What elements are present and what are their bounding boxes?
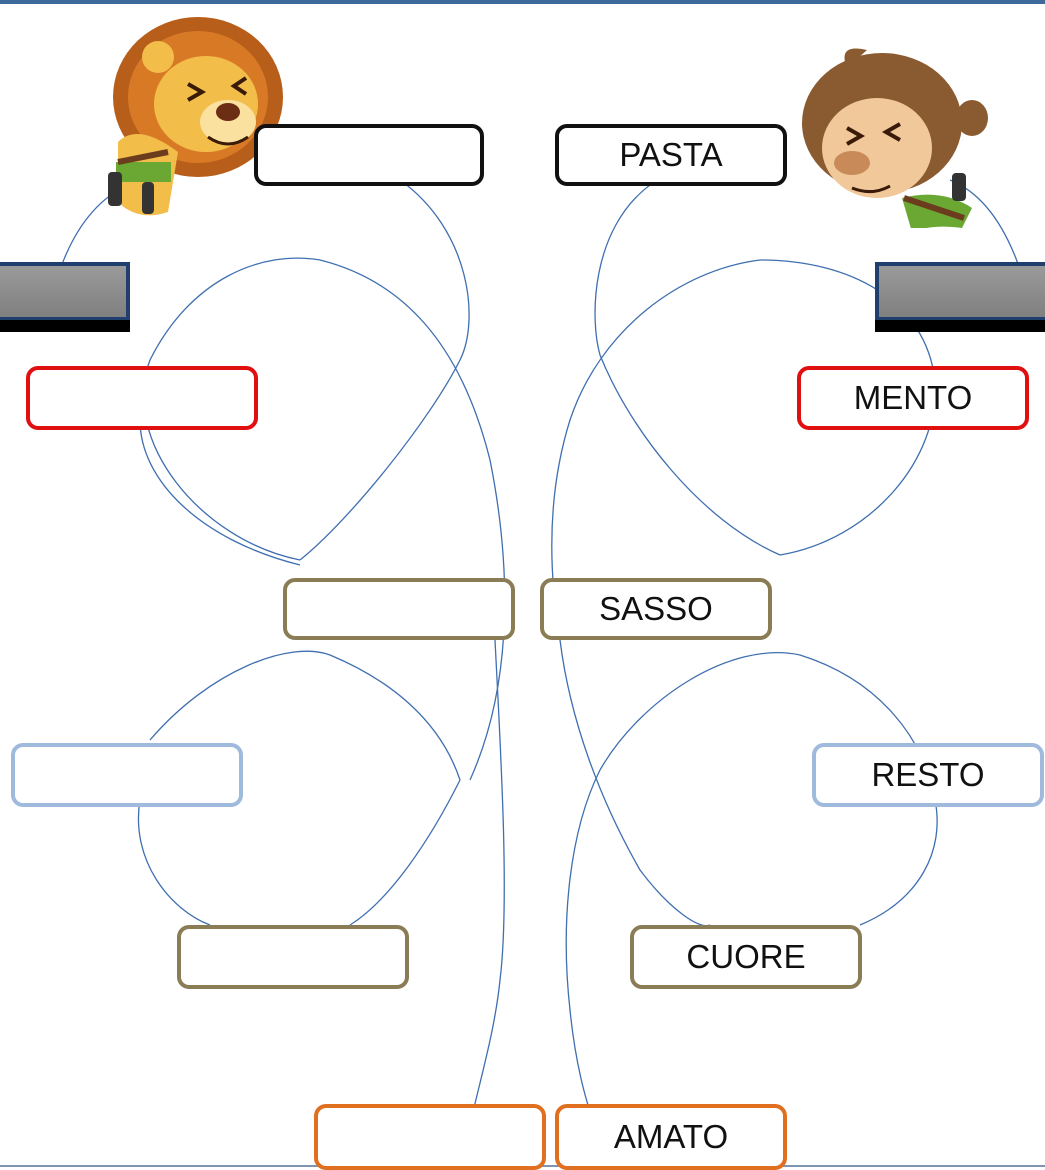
blank-box-6[interactable] <box>314 1104 546 1170</box>
word-box-resto[interactable]: RESTO <box>812 743 1044 807</box>
monkey-icon <box>802 48 988 228</box>
blank-box-2[interactable] <box>26 366 258 430</box>
blank-box-3[interactable] <box>283 578 515 640</box>
lion-icon <box>108 17 283 216</box>
right-pedestal <box>875 262 1045 332</box>
word-box-mento[interactable]: MENTO <box>797 366 1029 430</box>
right-pedestal-ledge <box>875 317 1045 332</box>
word-box-sasso[interactable]: SASSO <box>540 578 772 640</box>
word-box-amato[interactable]: AMATO <box>555 1104 787 1170</box>
blank-box-1[interactable] <box>254 124 484 186</box>
top-border <box>0 0 1045 4</box>
word-box-cuore[interactable]: CUORE <box>630 925 862 989</box>
left-pedestal-ledge <box>0 317 130 332</box>
word-box-pasta[interactable]: PASTA <box>555 124 787 186</box>
left-pedestal <box>0 262 130 332</box>
blank-box-4[interactable] <box>11 743 243 807</box>
blank-box-5[interactable] <box>177 925 409 989</box>
